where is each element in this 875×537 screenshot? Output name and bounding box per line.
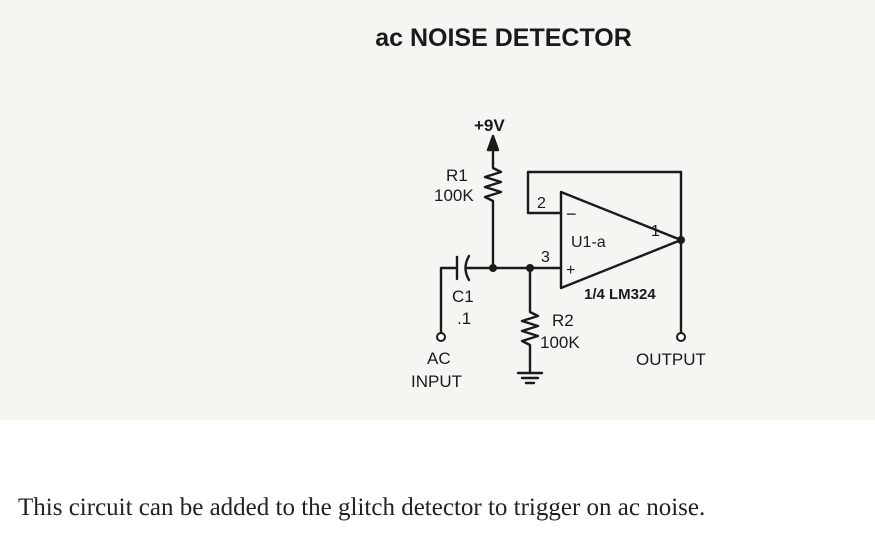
output-label: OUTPUT	[636, 350, 706, 369]
supply-label: +9V	[474, 116, 505, 135]
input-label-line2: INPUT	[411, 372, 462, 391]
feedback-wire	[526, 170, 683, 242]
resistor-r1	[483, 161, 503, 207]
diagram-panel	[0, 0, 875, 420]
supply-arrow-icon	[486, 134, 500, 152]
pin-1-label: 1	[651, 223, 660, 240]
opamp-minus-sign: −	[566, 204, 577, 224]
opamp-u1a	[559, 190, 683, 290]
opamp-part-label: 1/4 LM324	[584, 286, 656, 303]
r1-value-label: 100K	[434, 186, 474, 205]
c1-value-label: .1	[457, 309, 471, 328]
opamp-name-label: U1-a	[571, 234, 606, 251]
input-wire	[439, 266, 459, 335]
junction-dot	[677, 236, 685, 244]
circuit-schematic: +9V R1 100K C1 .1 AC INPUT R2 100K 2 3 1…	[411, 116, 706, 391]
r2-name-label: R2	[552, 311, 574, 330]
junction-dot	[489, 264, 497, 272]
caption-text: This circuit can be added to the glitch …	[18, 494, 706, 521]
resistor-r2	[520, 306, 540, 374]
opamp-plus-sign: +	[566, 262, 575, 279]
pin-3-label: 3	[541, 249, 550, 266]
diagram-title: ac NOISE DETECTOR	[375, 24, 632, 52]
input-label-line1: AC	[427, 349, 451, 368]
c1-name-label: C1	[452, 287, 474, 306]
pin-2-label: 2	[537, 195, 546, 212]
output-terminal-icon	[676, 332, 686, 342]
junction-dot	[526, 264, 534, 272]
input-terminal-icon	[436, 332, 446, 342]
r2-value-label: 100K	[540, 333, 580, 352]
r1-name-label: R1	[446, 166, 468, 185]
